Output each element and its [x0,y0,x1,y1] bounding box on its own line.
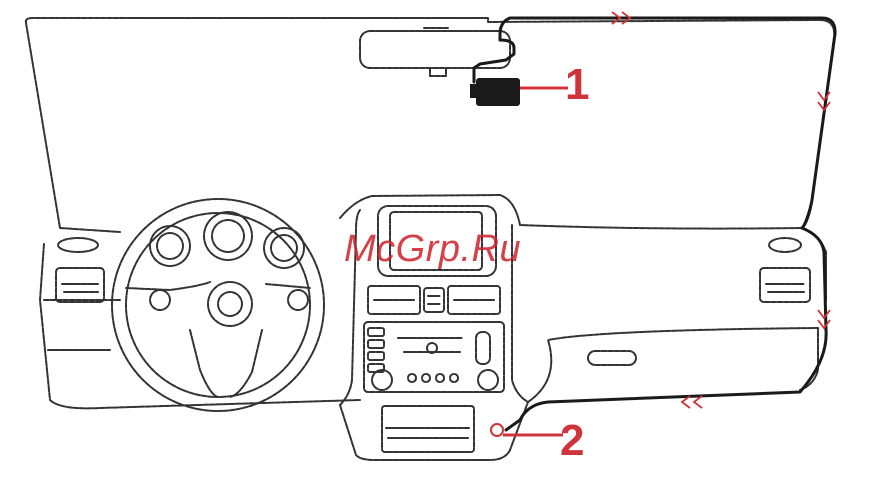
steering-wheel-hub [208,282,252,326]
right-radio-knob [478,370,498,390]
glovebox-handle [588,351,636,365]
power-socket-marker [491,424,503,436]
left-air-vent-housing [58,238,98,252]
dashcam-device [476,78,520,106]
callout-number-2: 2 [560,416,584,466]
direction-arrow-right-lower [818,310,830,328]
callout-number-1: 1 [565,60,589,110]
windshield-left-edge [26,23,60,228]
right-air-vent-housing [769,238,801,252]
watermark-text: McGrp.Ru [344,228,521,271]
glovebox-outline [528,328,818,402]
